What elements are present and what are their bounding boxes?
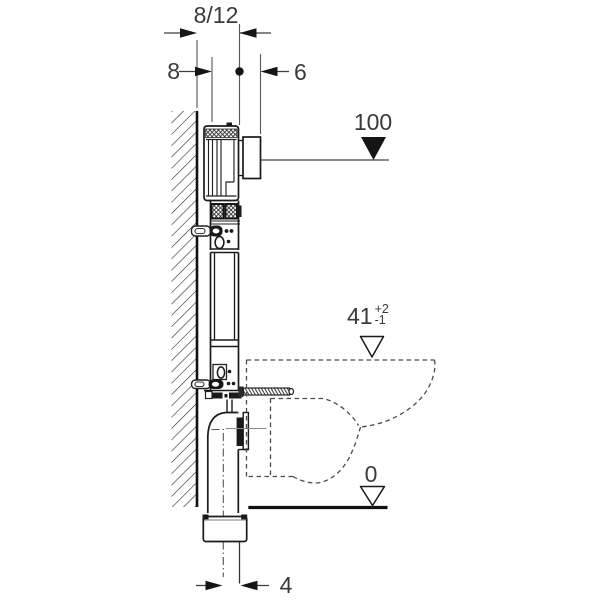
mechanism-stub <box>238 205 242 217</box>
mechanism-block-left <box>210 203 225 220</box>
bracket-slot <box>194 381 205 388</box>
arrowhead-right-icon <box>205 580 223 591</box>
reference-dot <box>235 67 244 76</box>
open-triangle-marker-0-icon <box>359 485 386 507</box>
wall-hatching <box>171 111 197 507</box>
elbow-outer-edge <box>206 411 239 513</box>
level-marker-100 <box>261 137 389 161</box>
coupling-body <box>202 515 248 543</box>
dimension-wall-front-offsets <box>179 66 289 77</box>
bowl-level-value: 41 <box>347 303 373 329</box>
pan-fixing-rod <box>238 386 295 397</box>
arrowhead-right-icon <box>195 66 212 77</box>
dim-label-top-width: 8/12 <box>193 2 239 28</box>
threaded-rod <box>242 387 291 396</box>
coupling-clamp-left <box>202 514 209 521</box>
cistern-insulation <box>205 128 238 138</box>
clamp-hole <box>211 381 220 387</box>
flush-actuator-box <box>238 136 262 180</box>
arrowhead-left-icon <box>260 66 278 77</box>
pan-rear-curve <box>360 359 436 428</box>
mechanism-block-right <box>224 203 238 220</box>
wc-pan-dashed-outline <box>245 359 436 484</box>
arrowhead-right-icon <box>180 28 197 38</box>
tolerance-plus: +2 <box>374 302 389 316</box>
coupling-clamp-right <box>241 514 248 521</box>
cistern-internals <box>206 138 237 197</box>
drain-coupling <box>202 514 248 584</box>
arrowhead-left-icon <box>240 580 258 591</box>
rod-tip <box>288 387 295 396</box>
drain-elbow <box>206 399 250 513</box>
valve-mechanism <box>210 203 242 225</box>
arrowhead-left-icon <box>239 28 257 38</box>
outlet-socket <box>242 411 250 451</box>
dimension-top-width <box>164 28 271 38</box>
dim-label-actuator-height: 100 <box>353 109 393 135</box>
filled-triangle-marker-icon <box>361 137 386 160</box>
concealed-cistern <box>203 122 240 202</box>
filler-nipple <box>226 122 232 127</box>
pan-inner-curve <box>270 397 360 426</box>
rod-washer <box>238 386 244 397</box>
bowl-level-tolerances: +2 -1 <box>375 302 389 328</box>
bracket-slot <box>194 227 206 235</box>
wall-section <box>171 111 199 507</box>
tolerance-minus: -1 <box>374 313 386 327</box>
dim-label-bowl-level: 41 +2 -1 <box>347 302 389 329</box>
pan-front-curve <box>292 426 362 484</box>
mounting-frame-rails <box>209 200 240 391</box>
extension-lines <box>196 24 262 134</box>
clamp-hole <box>212 228 220 234</box>
open-triangle-marker-41-icon <box>359 335 385 358</box>
actuator-access-box <box>242 136 262 180</box>
dim-label-wall-offset: 8 <box>167 58 180 84</box>
dim-label-floor-level: 0 <box>364 461 378 487</box>
wall-bracket-lower <box>190 363 242 400</box>
dimension-outlet-offset <box>196 580 269 591</box>
socket-seal <box>236 417 244 446</box>
frame-hole <box>214 235 225 250</box>
frame-hole <box>216 366 226 379</box>
dim-label-front-offset: 6 <box>294 59 307 85</box>
dim-label-outlet-offset: 4 <box>279 572 293 598</box>
